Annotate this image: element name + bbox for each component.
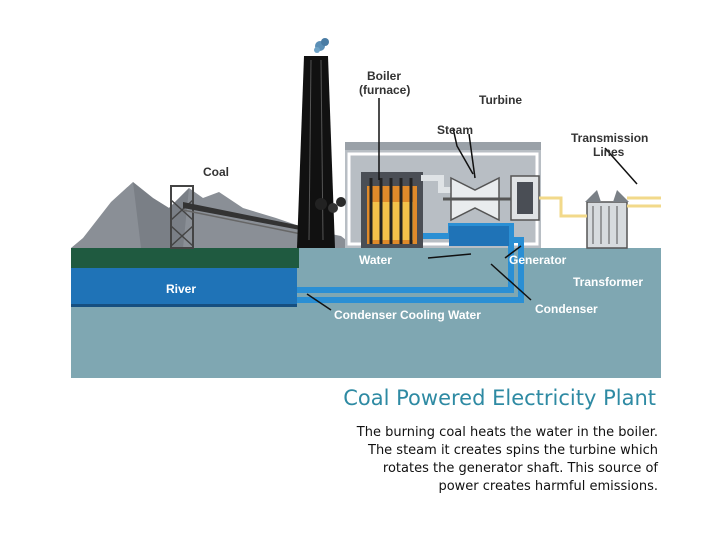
transmission-lines <box>627 196 661 208</box>
caption-line: power creates harmful emissions. <box>438 479 658 494</box>
label-turbine: Turbine <box>479 93 522 107</box>
condenser <box>449 226 509 246</box>
label-transmission-lines: Lines <box>593 145 625 159</box>
label-boiler: Boiler <box>367 69 401 83</box>
power-wire <box>539 196 587 218</box>
caption-line: rotates the generator shaft. This source… <box>382 461 658 476</box>
grass-strip <box>71 248 299 268</box>
smokestack <box>297 56 335 248</box>
slide-title: Coal Powered Electricity Plant <box>343 386 656 410</box>
label-river: River <box>166 282 196 296</box>
annotation-arrows <box>306 98 638 311</box>
caption-line: The burning coal heats the water in the … <box>356 425 658 440</box>
label-steam: Steam <box>437 123 473 137</box>
coal-mountains-shadow <box>133 182 189 248</box>
coal-plant-diagram: Boiler (furnace) Turbine Steam Transmiss… <box>71 30 661 378</box>
coal-conveyor-belt <box>183 202 311 232</box>
boiler-tubes <box>369 178 413 244</box>
river-shore <box>71 304 297 307</box>
coal-lump <box>315 198 327 210</box>
label-transmission: Transmission <box>571 131 648 145</box>
label-coal: Coal <box>203 165 229 179</box>
label-water: Water <box>359 253 392 267</box>
label-generator: Generator <box>509 253 567 267</box>
river <box>71 268 297 304</box>
transformer <box>586 201 628 249</box>
steam-pipe <box>421 175 451 193</box>
caption-line: The steam it creates spins the turbine w… <box>368 443 658 458</box>
label-condenser: Condenser <box>535 302 598 316</box>
label-condenser-cooling-water: Condenser Cooling Water <box>334 308 481 322</box>
label-boiler-furnace: (furnace) <box>359 83 410 97</box>
conveyor-tower <box>170 185 194 249</box>
slide-caption: The burning coal heats the water in the … <box>300 424 658 496</box>
label-transformer: Transformer <box>573 275 643 289</box>
